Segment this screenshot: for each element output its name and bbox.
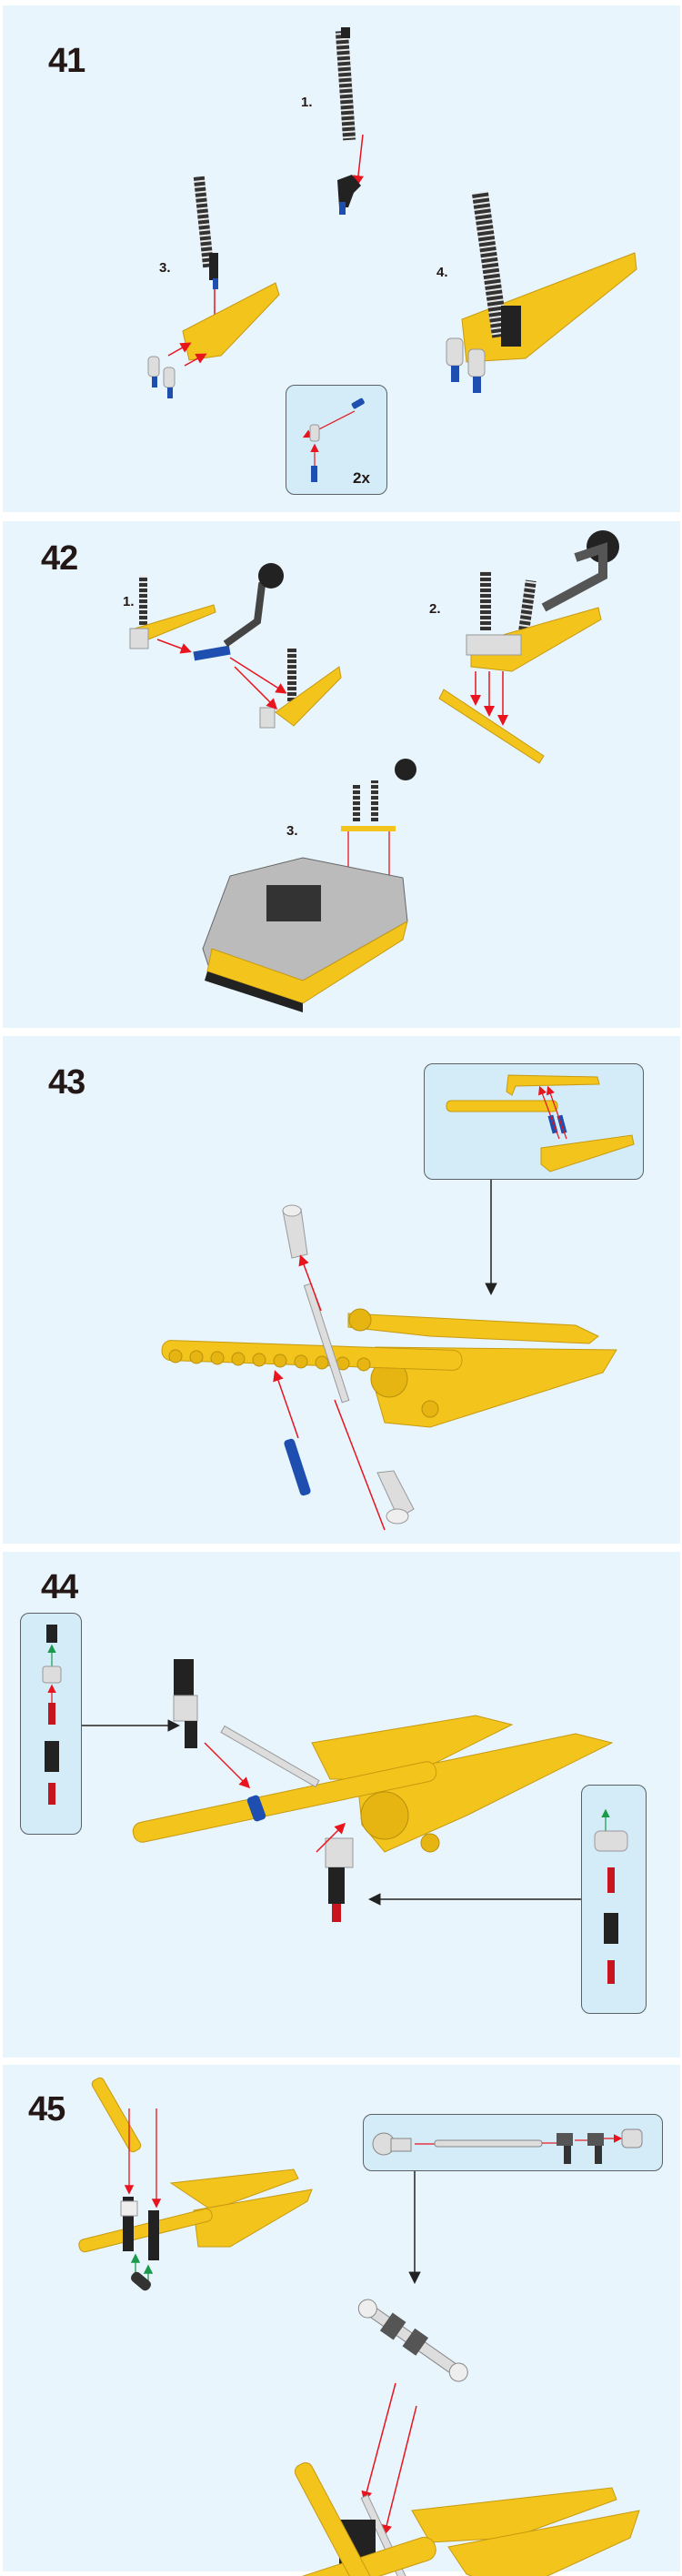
step-44-panel: 44	[3, 1552, 680, 2058]
step-41-panel: 41 1. 3. 4.	[3, 5, 680, 512]
small-assembly	[78, 2077, 313, 2291]
sub-assembly-3-vehicle	[202, 759, 416, 1012]
sub-assembly-3	[147, 176, 280, 398]
sub-step-label: 3.	[159, 260, 171, 276]
step-43-illustration	[161, 1180, 617, 1531]
sub-assembly-1	[129, 563, 342, 729]
right-sub-assembly-callout	[581, 1785, 647, 2014]
sub-assembly-4	[446, 191, 637, 393]
left-sub-assembly-callout	[20, 1613, 82, 1835]
step-43-panel: 43	[3, 1036, 680, 1544]
sub-assembly-2	[438, 530, 619, 764]
connector-illustration	[302, 397, 365, 482]
callout-illustration	[372, 2128, 643, 2164]
shock-absorber-part	[335, 27, 364, 215]
step-45-panel: 45	[3, 2065, 680, 2576]
callout-illustration	[594, 1808, 628, 1984]
liftarm-assembly	[161, 1283, 617, 1428]
sub-step-label: 1.	[301, 95, 313, 110]
sub-step-label: 1.	[123, 594, 135, 609]
callout-illustration	[42, 1625, 62, 1805]
step-45-illustration	[78, 2077, 640, 2576]
step-number: 41	[48, 42, 85, 80]
step-42-panel: 42 1. 2. 3.	[3, 521, 680, 1028]
sub-assembly-callout: 2x	[286, 385, 387, 495]
sub-step-label: 4.	[436, 265, 448, 280]
sub-assembly-callout	[363, 2114, 663, 2171]
sub-assembly-callout	[424, 1063, 644, 1180]
step-number: 43	[48, 1063, 85, 1102]
sub-step-label: 3.	[286, 823, 298, 839]
step-number: 44	[41, 1568, 78, 1606]
step-number: 45	[28, 2090, 65, 2128]
quantity-label: 2x	[353, 469, 370, 487]
liftarm-assembly	[132, 1715, 614, 1853]
connector-stack	[173, 1659, 354, 1922]
step-42-illustration	[129, 530, 619, 1012]
main-assembly	[269, 2299, 640, 2576]
step-number: 42	[41, 539, 78, 578]
step-44-illustration	[82, 1659, 614, 1922]
loose-parts	[273, 1204, 415, 1531]
callout-illustration	[446, 1074, 635, 1172]
step-41-illustration	[147, 27, 637, 398]
sub-step-label: 2.	[429, 601, 441, 617]
